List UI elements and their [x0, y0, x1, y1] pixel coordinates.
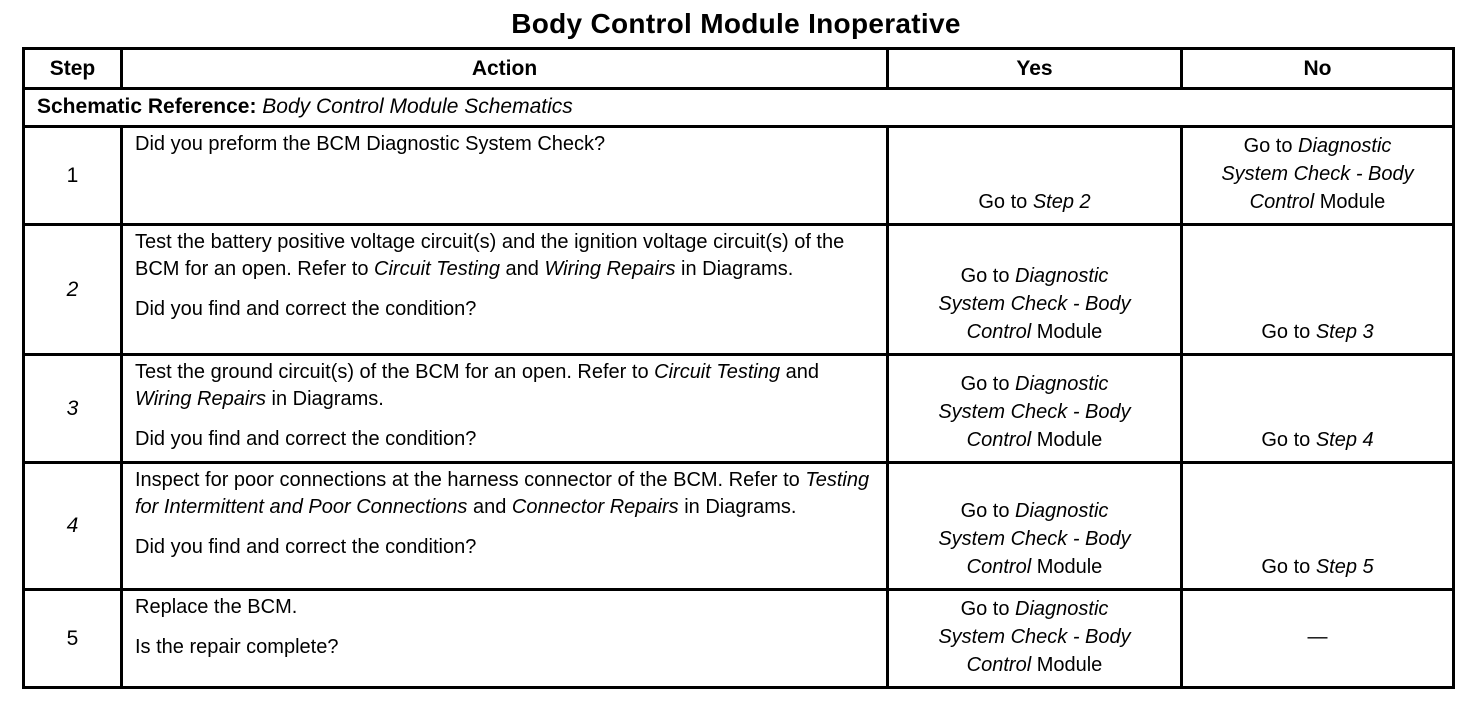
yes-cell: Go to Step 2: [886, 125, 1183, 226]
table-row: 5 Replace the BCM. Is the repair complete…: [22, 588, 1455, 689]
schematic-reference-row: Schematic Reference: Body Control Module…: [22, 87, 1455, 128]
step-cell: 5: [22, 588, 123, 689]
action-paragraph: Inspect for poor connections at the harn…: [135, 469, 870, 518]
header-no: No: [1180, 47, 1455, 90]
no-cell: Go to Step 5: [1180, 461, 1455, 591]
action-paragraph: Did you find and correct the condition?: [135, 428, 477, 450]
table-row: 4 Inspect for poor connections at the ha…: [22, 461, 1455, 591]
action-cell: Inspect for poor connections at the harn…: [120, 461, 889, 591]
schematic-reference-value: Body Control Module Schematics: [262, 94, 573, 118]
step-cell: 4: [22, 461, 123, 591]
table-row: 2 Test the battery positive voltage circ…: [22, 223, 1455, 356]
action-paragraph: Test the battery positive voltage circui…: [135, 231, 845, 280]
page-title: Body Control Module Inoperative: [511, 8, 961, 39]
action-paragraph: Replace the BCM.: [135, 596, 298, 618]
action-paragraph: Is the repair complete?: [135, 636, 339, 658]
action-cell: Replace the BCM. Is the repair complete?: [120, 588, 889, 689]
action-paragraph: Did you preform the BCM Diagnostic Syste…: [135, 133, 606, 155]
no-cell: —: [1180, 588, 1455, 689]
header-step: Step: [22, 47, 123, 90]
header-row: Step Action Yes No: [22, 47, 1455, 90]
table-row: 3 Test the ground circuit(s) of the BCM …: [22, 353, 1455, 464]
schematic-reference-label: Schematic Reference:: [37, 94, 257, 118]
no-cell: Go to Step 4: [1180, 353, 1455, 464]
action-cell: Did you preform the BCM Diagnostic Syste…: [120, 125, 889, 226]
header-action: Action: [120, 47, 889, 90]
header-yes: Yes: [886, 47, 1183, 90]
diagnostic-table: Step Action Yes No Schematic Reference: …: [22, 47, 1455, 689]
no-cell: Go to Step 3: [1180, 223, 1455, 356]
step-cell: 2: [22, 223, 123, 356]
step-cell: 1: [22, 125, 123, 226]
table-row: 1 Did you preform the BCM Diagnostic Sys…: [22, 125, 1455, 226]
action-cell: Test the ground circuit(s) of the BCM fo…: [120, 353, 889, 464]
action-paragraph: Did you find and correct the condition?: [135, 536, 477, 558]
schematic-reference-cell: Schematic Reference: Body Control Module…: [22, 87, 1455, 128]
step-cell: 3: [22, 353, 123, 464]
action-cell: Test the battery positive voltage circui…: [120, 223, 889, 356]
action-paragraph: Did you find and correct the condition?: [135, 298, 477, 320]
action-paragraph: Test the ground circuit(s) of the BCM fo…: [135, 361, 820, 410]
